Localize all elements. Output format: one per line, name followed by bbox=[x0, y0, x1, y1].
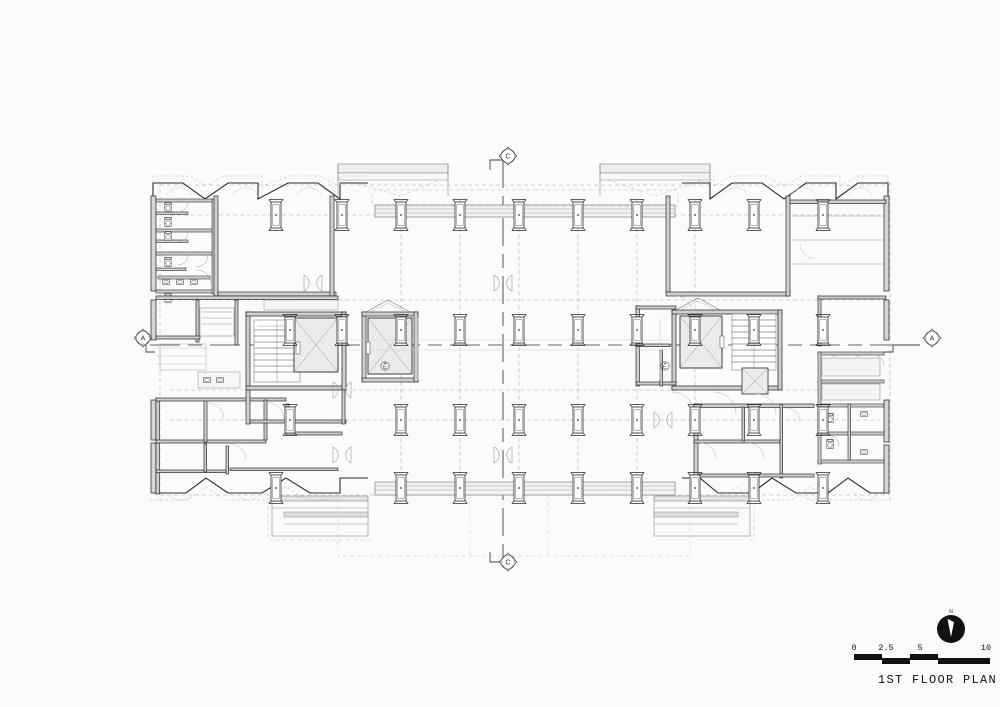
core-left bbox=[245, 274, 419, 464]
elevator-right-1 bbox=[679, 315, 725, 369]
grid-marker-top-c-label: C bbox=[505, 154, 510, 161]
elevator-left-2 bbox=[365, 317, 413, 375]
accessible-symbol-left bbox=[380, 361, 390, 371]
scale-tick-2: 5 bbox=[917, 643, 922, 653]
page-title: 1ST FLOOR PLAN bbox=[878, 673, 997, 687]
grid-marker-bottom-c-label: C bbox=[505, 560, 510, 567]
entry-north-canopy bbox=[337, 163, 711, 218]
north-arrow-needle bbox=[947, 619, 954, 637]
accessible-symbol-right bbox=[660, 361, 670, 371]
rooms-southeast bbox=[699, 407, 801, 460]
restroom-lower-right bbox=[817, 351, 885, 465]
north-arrow-label: N bbox=[949, 609, 953, 615]
scale-bar: 0 2.5 5 10 bbox=[851, 643, 991, 664]
grid-marker-top-c[interactable]: C bbox=[489, 146, 518, 170]
west-entry bbox=[156, 307, 241, 389]
entry-south bbox=[267, 481, 755, 557]
grid-marker-bottom-c[interactable]: C bbox=[489, 552, 518, 572]
service-lift-right bbox=[741, 367, 769, 395]
rooms-southwest bbox=[207, 402, 285, 461]
facade-south-zigzag bbox=[150, 477, 890, 501]
scale-tick-3: 10 bbox=[981, 643, 991, 653]
scale-bar-seg-2 bbox=[910, 654, 938, 658]
rooms-northeast bbox=[675, 215, 884, 313]
grid-marker-right-a[interactable]: A bbox=[884, 328, 942, 353]
grid-marker-right-a-label: A bbox=[930, 336, 935, 343]
perimeter-walls bbox=[150, 195, 890, 494]
scale-bar-seg-3 bbox=[938, 658, 990, 664]
scale-tick-1: 2.5 bbox=[878, 643, 893, 653]
scale-bar-seg-0 bbox=[854, 654, 882, 658]
core-right bbox=[635, 297, 783, 429]
grid-marker-left-a-label: A bbox=[141, 336, 146, 343]
scale-bar-rule-left bbox=[854, 658, 882, 660]
scale-bar-rule-mid bbox=[910, 658, 938, 660]
north-arrow: N bbox=[937, 609, 965, 643]
scale-bar-seg-1 bbox=[882, 658, 910, 664]
grid-marker-left-a[interactable]: A bbox=[133, 328, 155, 353]
elevator-left-1 bbox=[293, 317, 339, 373]
scale-tick-0: 0 bbox=[851, 643, 856, 653]
facade-north-zigzag bbox=[152, 175, 889, 201]
